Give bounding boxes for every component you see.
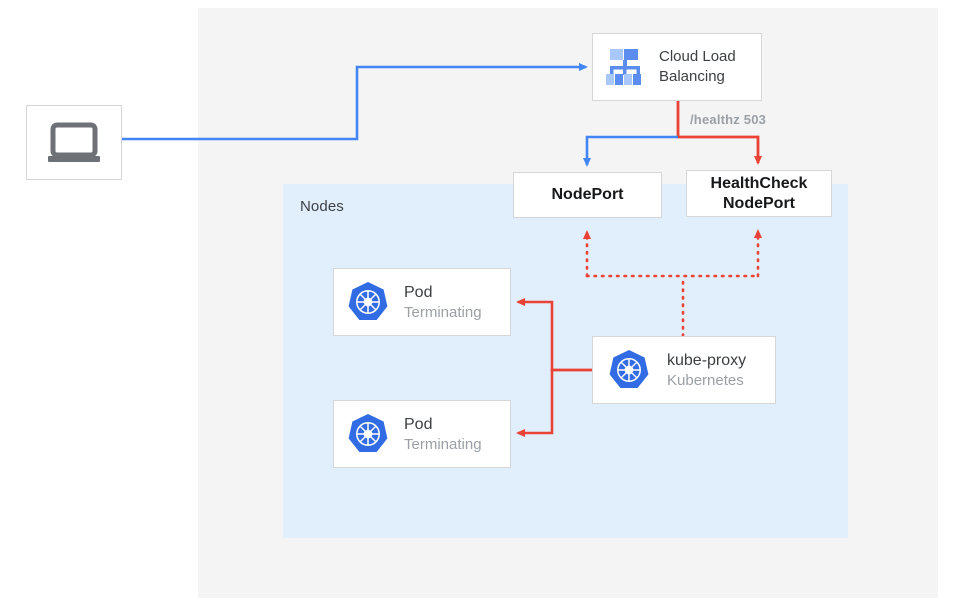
edge-kubeproxy-to-pod2 [516, 368, 592, 437]
nodeport-label: NodePort [551, 186, 624, 203]
kubernetes-icon [346, 412, 390, 456]
pod-2-status: Terminating [404, 435, 482, 453]
healthcheck-nodeport-label-line1: HealthCheck [710, 174, 808, 192]
pod-1-title: Pod [404, 283, 433, 301]
nodes-region-label: Nodes [300, 198, 344, 215]
healthz-edge-label: /healthz 503 [690, 112, 767, 127]
nodeport-node: NodePort [513, 172, 662, 218]
edge-cloud-load-balancing-to-nodeport [583, 135, 678, 167]
edge-kubeproxy-dotted-trunk [585, 274, 760, 338]
healthcheck-nodeport-label-line2: NodePort [723, 194, 795, 212]
edge-kubeproxy-to-pod1 [516, 298, 592, 372]
client-node [26, 105, 122, 180]
kube-proxy-node: kube-proxy Kubernetes [592, 336, 776, 404]
kube-proxy-title: kube-proxy [667, 351, 747, 369]
kubernetes-icon [346, 280, 390, 324]
edge-cloud-load-balancing-to-healthcheck-nodeport [676, 101, 762, 165]
edge-client-to-cloud-load-balancing [122, 63, 588, 141]
pod-node-1: Pod Terminating [333, 268, 511, 336]
healthcheck-nodeport-node: HealthCheck NodePort [686, 170, 832, 217]
pod-1-status: Terminating [404, 303, 482, 321]
cloud-load-balancing-label-line2: Balancing [659, 68, 725, 85]
cloud-load-balancing-icon [605, 47, 647, 87]
cloud-load-balancing-label-line1: Cloud Load [659, 48, 736, 65]
pod-node-2: Pod Terminating [333, 400, 511, 468]
cloud-load-balancing-node: Cloud Load Balancing [592, 33, 762, 101]
kubernetes-icon [607, 348, 651, 392]
kube-proxy-subtitle: Kubernetes [667, 371, 744, 389]
pod-2-title: Pod [404, 415, 433, 433]
laptop-icon [46, 122, 102, 164]
